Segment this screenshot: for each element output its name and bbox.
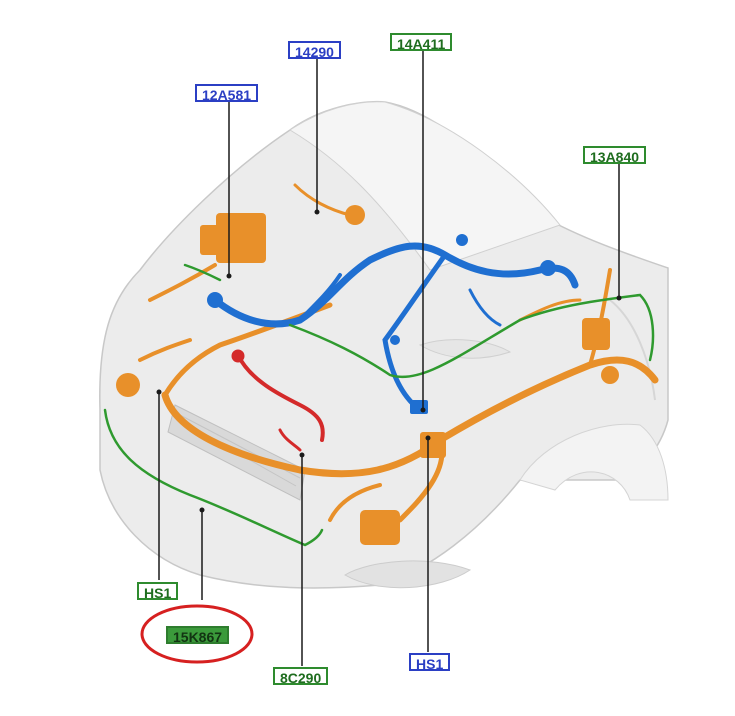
callout-label-8C290: 8C290	[273, 667, 329, 686]
highlight-circle	[140, 604, 254, 664]
callout-label-14A411: 14A411	[390, 33, 453, 52]
callout-label-14290: 14290	[288, 41, 341, 60]
callout-end-dots	[156, 209, 622, 513]
callout-label-13A840: 13A840	[583, 146, 647, 165]
callout-leader-lines	[158, 50, 620, 666]
callout-label-HS1-left: HS1	[137, 582, 179, 601]
callout-label-12A581: 12A581	[195, 84, 259, 103]
callout-label-HS1-right: HS1	[409, 653, 451, 672]
harness-red	[231, 349, 325, 452]
callout-label-15K867: 15K867	[166, 626, 230, 645]
harness-blue	[211, 242, 579, 413]
harness-green	[103, 263, 655, 547]
